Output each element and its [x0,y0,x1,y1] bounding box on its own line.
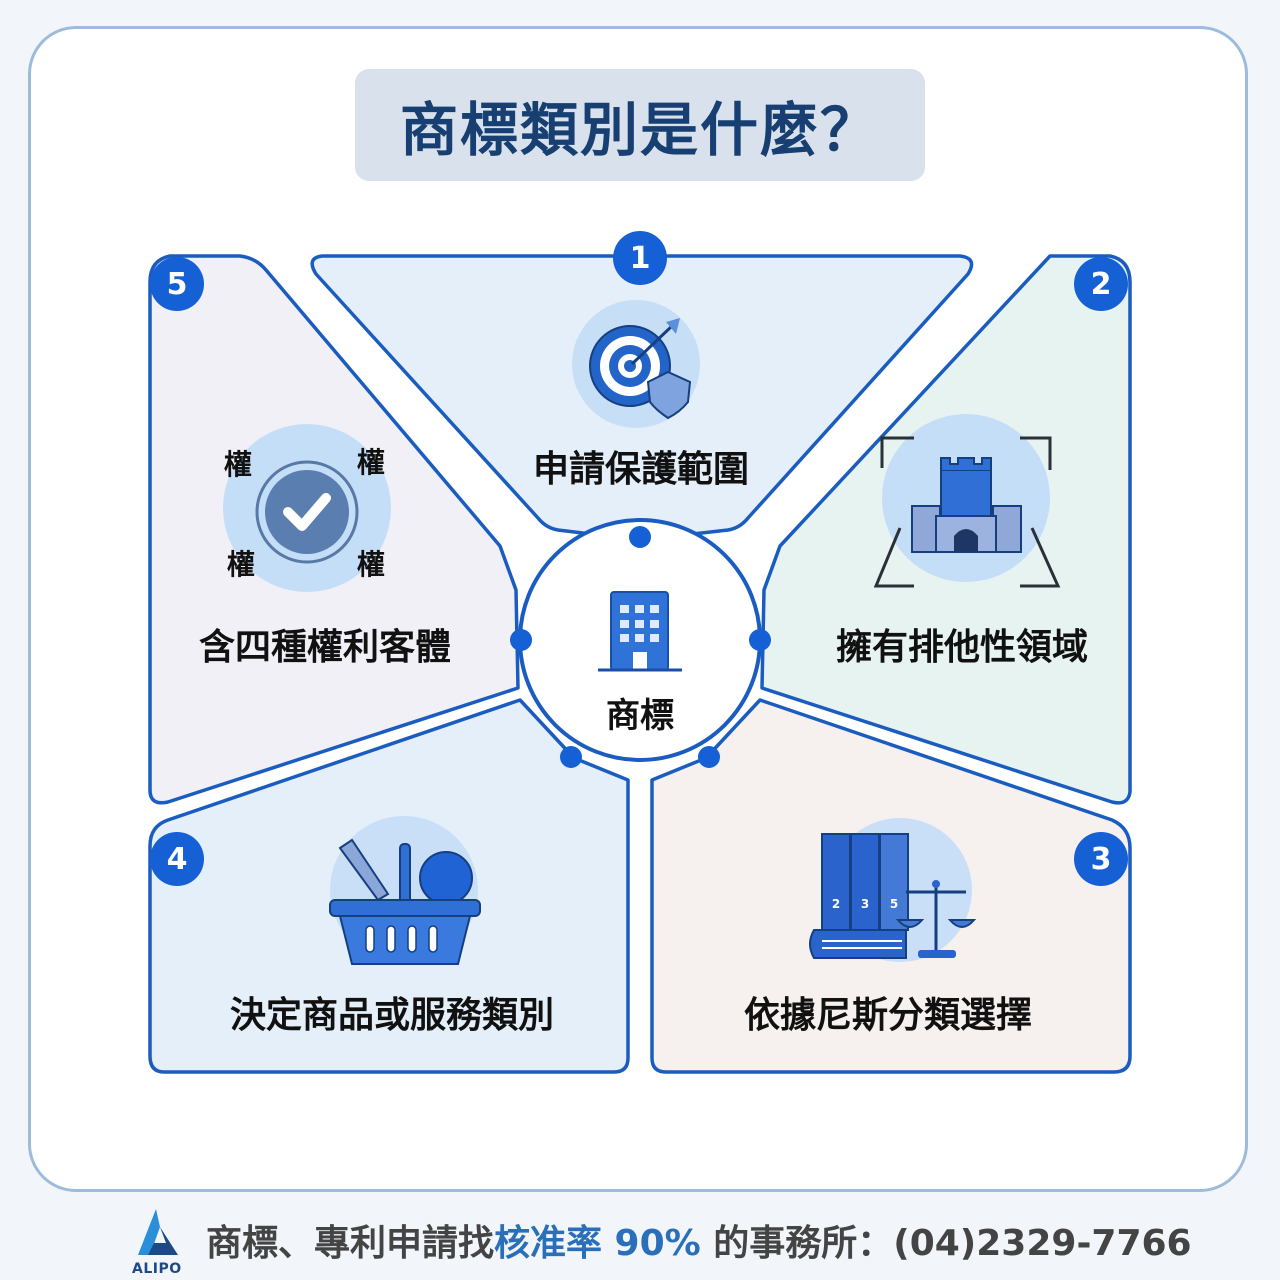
castle-territory-icon [873,414,1061,588]
panel-4-label: 決定商品或服務類別 [229,995,555,1036]
books-scale-icon: 2 3 5 [809,818,977,962]
panel-1-number-badge: 1 [613,231,667,285]
rights-char-bottom-left: 權 [227,548,256,581]
footer-text-suffix: 的事務所：(04)2329-7766 [700,1223,1192,1264]
footer: ALIPO 商標、專利申請找核准率 90% 的事務所：(04)2329-7766 [130,1205,1192,1277]
rights-char-bottom-right: 權 [357,548,386,581]
svg-text:5: 5 [890,897,898,911]
panel-1-label: 申請保護範圍 [532,449,750,490]
panel-2-number-badge: 2 [1074,257,1128,311]
footer-approval-rate: 核准率 90% [494,1223,701,1264]
svg-text:2: 2 [832,897,840,911]
center-label: 商標 [606,696,674,736]
title-banner: 商標類別是什麼？ [355,69,925,181]
svg-text:3: 3 [861,897,869,911]
panel-5-number-badge: 5 [150,257,204,311]
panel-5-label: 含四種權利客體 [198,627,452,668]
page-title: 商標類別是什麼？ [399,96,880,164]
rights-char-top-right: 權 [357,446,386,479]
basket-tools-apple-icon [329,816,481,965]
panel-3-number-badge: 3 [1074,832,1128,886]
check-cycle-icon [223,424,391,592]
logo-triangle-icon [138,1209,178,1255]
panel-2-label: 擁有排他性領域 [835,627,1089,668]
footer-text: 商標、專利申請找核准率 90% 的事務所：(04)2329-7766 [206,1214,1192,1266]
rights-char-top-left: 權 [224,448,253,481]
panel-3-label: 依據尼斯分類選擇 [743,995,1033,1036]
connector-dots [510,526,771,768]
target-shield-icon [572,300,700,428]
footer-text-prefix: 商標、專利申請找 [206,1223,495,1264]
panel-4-number-badge: 4 [150,832,204,886]
alipo-logo: ALIPO [130,1207,192,1277]
building-icon [598,591,682,672]
logo-text: ALIPO [132,1261,182,1277]
